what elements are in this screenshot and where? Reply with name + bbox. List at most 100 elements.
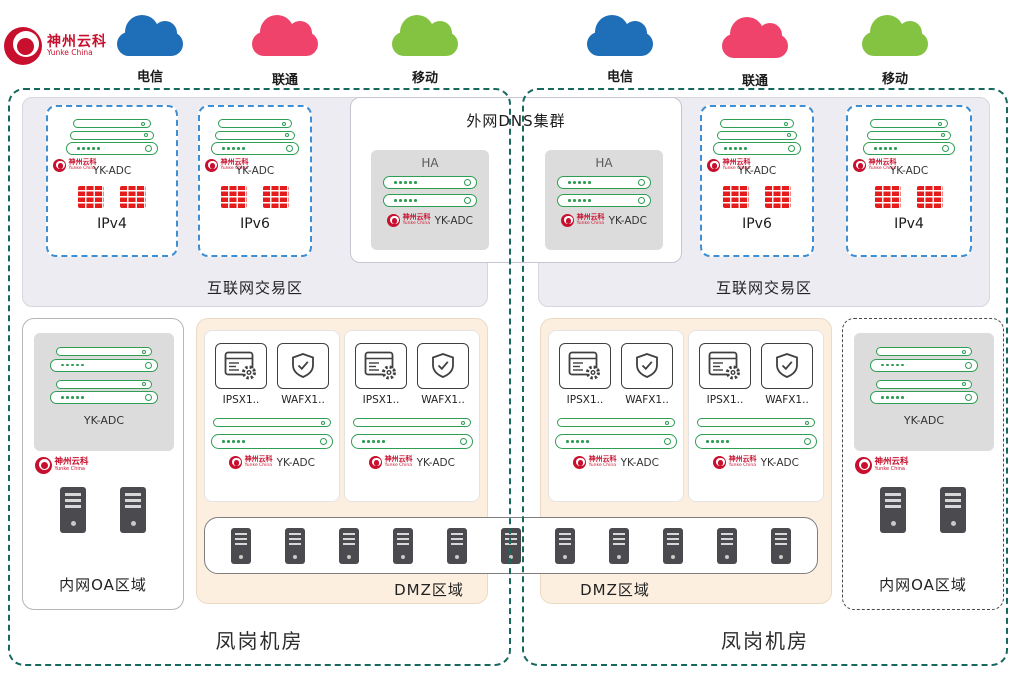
ip-version-label: IPv4 [894, 216, 924, 232]
adc-label: YK-ADC [737, 165, 777, 177]
firewall-icon [263, 186, 289, 208]
adc-appliance-icon [50, 379, 158, 404]
internet-zone-label: 互联网交易区 [715, 279, 812, 297]
datacenter-box-right: 凤岗机房 [522, 88, 1008, 666]
yunke-swirl-icon [853, 159, 866, 172]
cloud-label: 联通 [271, 73, 298, 88]
oa-adc-panel: YK-ADC [854, 333, 994, 451]
server-icon [447, 527, 467, 564]
adc-label: YK-ADC [760, 456, 799, 469]
waf-shield-icon [417, 343, 469, 389]
adc-appliance-icon [697, 418, 815, 427]
adc-label: YK-ADC [276, 456, 315, 469]
adc-label: YK-ADC [620, 456, 659, 469]
server-icon [555, 527, 575, 564]
cloud-label: 联通 [741, 74, 768, 89]
firewall-icon [221, 186, 247, 208]
ips-label: IPSX1.. [566, 394, 604, 406]
adc-appliance-icon [870, 347, 978, 372]
server-icon [231, 527, 251, 564]
ha-label: HA [595, 156, 613, 170]
yunke-swirl-icon [707, 159, 720, 172]
adc-appliance-icon [351, 434, 473, 449]
adc-appliance-icon [870, 379, 978, 404]
adc-appliance-icon [557, 194, 651, 207]
yunke-swirl-icon [4, 27, 42, 65]
adc-label: YK-ADC [235, 165, 275, 177]
ha-label: HA [421, 156, 439, 170]
datacenter-box-left: 凤岗机房 [8, 88, 511, 666]
ips-label: IPSX1.. [706, 394, 744, 406]
adc-appliance-icon [211, 119, 299, 155]
mobile-cloud-icon [392, 15, 458, 56]
waf-label: WAFX1.. [421, 394, 465, 406]
ips-icon [559, 343, 611, 389]
telecom-cloud-icon [117, 15, 183, 56]
dmz-server-strip [204, 517, 818, 574]
server-icon [609, 527, 629, 564]
adc-appliance-icon [66, 119, 158, 155]
yunke-swirl-icon [561, 214, 575, 227]
adc-label: YK-ADC [608, 214, 647, 227]
server-icon [393, 527, 413, 564]
firewall-icon [765, 186, 791, 208]
waf-label: WAFX1.. [765, 394, 809, 406]
waf-shield-icon [277, 343, 329, 389]
yunke-swirl-icon [369, 456, 383, 469]
adc-appliance-icon [557, 418, 675, 427]
adc-appliance-icon [353, 418, 471, 427]
adc-appliance-icon [555, 434, 677, 449]
datacenter-name: 凤岗机房 [215, 629, 304, 653]
unicom-cloud-icon [722, 17, 788, 58]
cloud-label: 移动 [411, 71, 438, 86]
ip-version-label: IPv6 [240, 216, 270, 232]
firewall-icon [120, 186, 146, 208]
ips-label: IPSX1.. [362, 394, 400, 406]
server-icon [285, 527, 305, 564]
ip-version-label: IPv4 [97, 216, 127, 232]
internet-zone-label: 互联网交易区 [206, 279, 303, 297]
adc-label: YK-ADC [903, 414, 945, 427]
ip-version-label: IPv6 [742, 216, 772, 232]
cloud-label: 移动 [881, 72, 908, 87]
adc-appliance-icon [695, 434, 817, 449]
oa-zone-label: 内网OA区域 [59, 576, 147, 594]
yunke-swirl-icon [573, 456, 587, 469]
yunke-swirl-icon [35, 457, 52, 474]
adc-label: YK-ADC [889, 165, 929, 177]
waf-label: WAFX1.. [281, 394, 325, 406]
adc-appliance-icon [713, 119, 801, 155]
unicom-cloud-icon [252, 15, 318, 56]
oa-adc-panel: YK-ADC [34, 333, 174, 451]
dmz-zone-label: DMZ区域 [394, 581, 464, 599]
adc-appliance-icon [863, 119, 955, 155]
yunke-swirl-icon [387, 214, 401, 227]
brand-name-cn: 神州云科 [47, 33, 107, 50]
dmz-zone-label: DMZ区域 [580, 581, 650, 599]
ips-icon [215, 343, 267, 389]
server-icon [663, 527, 683, 564]
brand-name-en: Yunke China [47, 48, 93, 58]
waf-label: WAFX1.. [625, 394, 669, 406]
server-icon [120, 487, 146, 533]
waf-shield-icon [761, 343, 813, 389]
yunke-swirl-icon [855, 457, 872, 474]
adc-label: YK-ADC [416, 456, 455, 469]
cloud-label: 电信 [136, 70, 163, 85]
yunke-logo: 神州云科 Yunke China [4, 27, 107, 65]
